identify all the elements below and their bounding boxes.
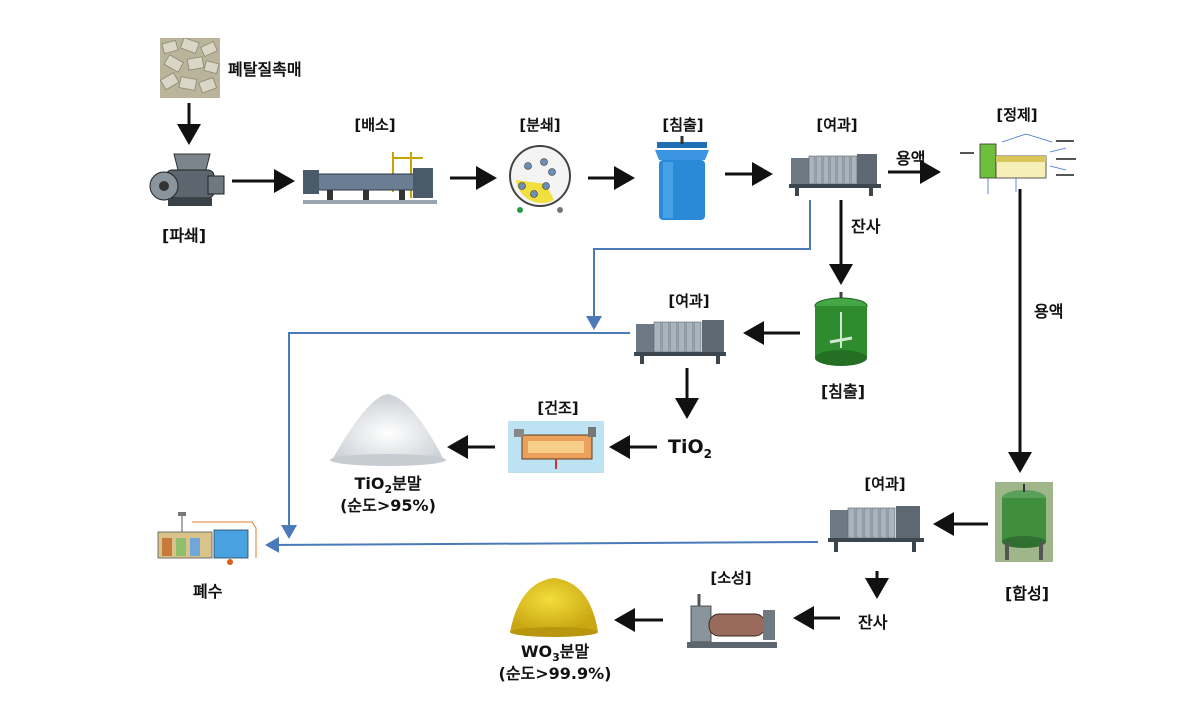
waste-water-diagram-image [152, 508, 264, 568]
leach1-label: [침출] [662, 116, 704, 134]
roast-label: [배소] [354, 116, 396, 134]
residue1-label: 잔사 [851, 217, 881, 236]
crush-label: [파쇄] [162, 226, 207, 245]
catalyst-image [159, 37, 220, 98]
synth-tank-image [995, 482, 1053, 562]
filter-press-3-image [826, 500, 930, 554]
waste-line-filter3 [265, 536, 819, 553]
tio2-label-sub: 2 [703, 446, 712, 461]
filter2-label: [여과] [668, 292, 710, 310]
wo3-sub: 3 [552, 651, 560, 665]
solution1-label: 용액 [896, 149, 926, 168]
filter-press-2-image [632, 314, 736, 366]
tio2-purity-label: (순도>95%) [340, 496, 436, 515]
roaster-image [303, 148, 437, 210]
calciner-image [685, 592, 779, 652]
wo3-tail: 분말 [559, 642, 590, 661]
dryer-image [508, 421, 604, 473]
wo3-purity-label: (순도>99.9%) [498, 664, 612, 683]
dry-label: [건조] [537, 399, 579, 417]
catalyst-label: 폐탈질촉매 [228, 60, 302, 79]
filter1-label: [여과] [816, 116, 858, 134]
waste-line-filter1 [586, 200, 811, 330]
tio2-powder-tail: 분말 [392, 474, 422, 493]
filter-press-1-image [787, 148, 883, 196]
purify-label: [정제] [996, 106, 1038, 124]
wo3-main: WO [520, 642, 553, 661]
filter3-label: [여과] [864, 475, 906, 493]
waste-label: 폐수 [193, 582, 223, 601]
purify-diagram-image [956, 130, 1086, 200]
residue2-label: 잔사 [858, 613, 888, 632]
waste-line-filter2 [281, 332, 630, 539]
leach2-label: [침출] [820, 382, 866, 401]
wo3-powder-label: WO3분말 [490, 642, 620, 668]
leach-tank-green-image [810, 292, 872, 368]
leach-tank-image [651, 136, 713, 226]
tio2-label: TiO2 [668, 436, 712, 461]
calcine-label: [소성] [710, 569, 752, 587]
tio2-powder-main: TiO [354, 474, 385, 493]
tio2-powder-label: TiO2분말 [318, 474, 458, 500]
synth-label: [합성] [1004, 584, 1050, 603]
solution2-label: 용액 [1034, 302, 1064, 321]
ball-mill-image [506, 140, 574, 216]
grind-label: [분쇄] [519, 116, 561, 134]
wo3-powder-image [506, 572, 602, 638]
tio2-powder-image [328, 390, 448, 468]
tio2-label-main: TiO [668, 436, 704, 458]
crusher-image [148, 150, 230, 212]
tio2-powder-sub: 2 [384, 483, 393, 497]
